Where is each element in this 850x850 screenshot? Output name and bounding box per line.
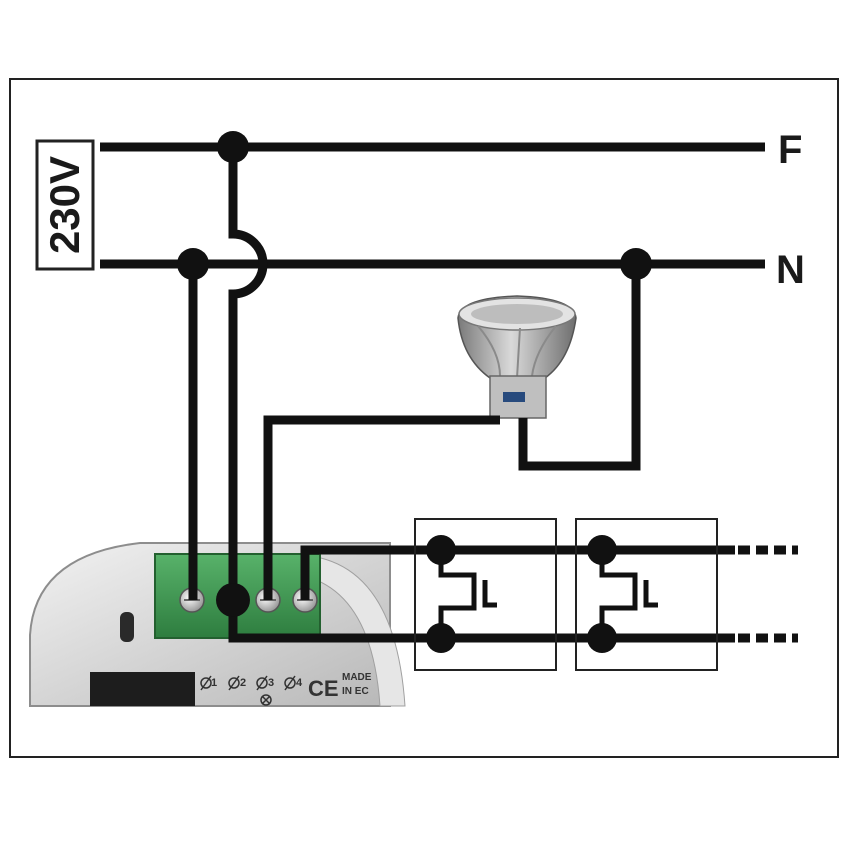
junction-phase <box>217 131 249 163</box>
junction-button2-bottom <box>587 623 617 653</box>
lamp-feed-wire <box>263 415 500 600</box>
junction-terminal-2 <box>216 583 250 617</box>
junction-button2-top <box>587 535 617 565</box>
phase-drop-wire <box>228 147 268 600</box>
push-button-1-box <box>414 518 557 671</box>
module-label-window <box>90 672 195 706</box>
wires <box>100 142 798 643</box>
module-slot <box>120 612 134 642</box>
lamp-icon <box>457 295 577 419</box>
ce-mark: CE <box>308 676 339 701</box>
junction-neutral-left <box>177 248 209 280</box>
phase-label: F <box>778 128 802 172</box>
lamp-base <box>489 375 547 419</box>
push-button-icon <box>438 550 497 638</box>
terminal-4-label: 4 <box>296 677 303 689</box>
push-button-icon <box>599 550 658 638</box>
module-side <box>299 554 406 707</box>
made-in-label-2: IN EC <box>342 686 369 697</box>
junction-neutral-right <box>620 248 652 280</box>
junction-button1-bottom <box>426 623 456 653</box>
terminal-1-label: 1 <box>211 677 217 689</box>
push-button-2 <box>575 518 718 671</box>
made-in-label-1: MADE <box>342 672 372 683</box>
junction-dots <box>177 131 652 653</box>
push-button-1 <box>414 518 557 671</box>
terminal-3-label: 3 <box>268 677 274 689</box>
voltage-label-box <box>35 139 95 271</box>
terminal-symbols <box>200 675 296 706</box>
neutral-label: N <box>776 248 805 292</box>
voltage-label: 230V <box>41 156 88 254</box>
junction-button1-top <box>426 535 456 565</box>
relay-module: 1 2 3 4 CE MADE IN EC <box>29 542 406 707</box>
push-button-2-box <box>575 518 718 671</box>
terminal-2-label: 2 <box>240 677 246 689</box>
diagram-frame <box>9 78 839 758</box>
lamp-return-wire <box>518 264 641 471</box>
